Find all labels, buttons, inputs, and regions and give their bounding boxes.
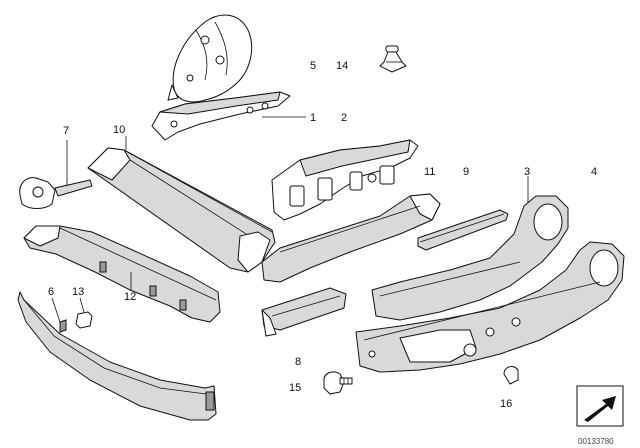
- callout-7: 7: [63, 125, 69, 137]
- part-13-block: [59, 311, 93, 333]
- part-8-bracket: [261, 287, 347, 337]
- callout-14: 14: [336, 60, 348, 72]
- callout-16: 16: [500, 398, 512, 410]
- callout-5: 5: [310, 60, 316, 72]
- part-2-frame-rail: [271, 139, 419, 221]
- callout-labels: 1 2 3 4 5 6 7 8 9 10 11 12 13 14 15 16: [48, 60, 597, 410]
- callout-8: 8: [295, 356, 301, 368]
- callout-2: 2: [341, 112, 347, 124]
- part-4-side-trim-outer: [355, 241, 625, 373]
- part-9-strip: [417, 209, 509, 251]
- arrow-icon: [584, 396, 616, 422]
- part-6-trim-strip: [17, 291, 217, 421]
- callout-11: 11: [424, 166, 435, 178]
- orientation-arrow-box: [576, 385, 624, 427]
- callout-15: 15: [289, 382, 301, 394]
- part-12-lower-panel: [23, 225, 221, 323]
- part-16-clip: [503, 366, 519, 385]
- callout-3: 3: [524, 166, 530, 178]
- callout-12: 12: [124, 291, 136, 303]
- part-10-side-panel: [87, 147, 276, 273]
- part-5-cover: [167, 14, 253, 103]
- callout-1: 1: [310, 112, 316, 124]
- leader-lines: [51, 116, 529, 323]
- part-15-bolt: [323, 371, 353, 395]
- callout-13: 13: [72, 286, 84, 298]
- part-3-side-trim: [371, 195, 569, 321]
- part-1-rail: [151, 91, 291, 141]
- part-11-center-cover: [261, 193, 441, 283]
- callout-10: 10: [113, 124, 125, 136]
- part-14-clip: [379, 45, 407, 73]
- diagram-code: 00133780: [578, 437, 614, 446]
- part-7-bracket: [19, 177, 93, 209]
- callout-9: 9: [463, 166, 469, 178]
- callout-4: 4: [591, 166, 597, 178]
- callout-6: 6: [48, 286, 54, 298]
